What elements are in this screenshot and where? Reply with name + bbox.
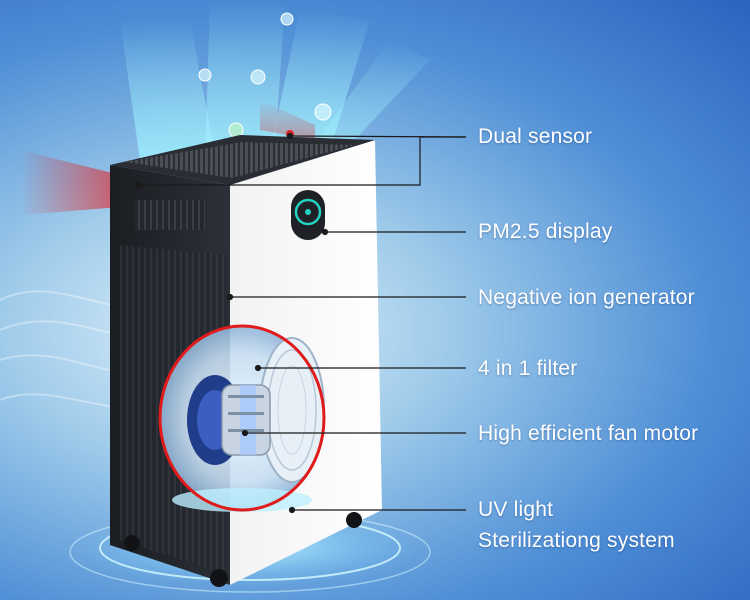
pm25-ring-display-icon [291, 190, 325, 240]
airflow-effect [120, 0, 430, 160]
callout-filter: 4 in 1 filter [478, 357, 578, 380]
callout-pm25-display: PM2.5 display [478, 220, 613, 243]
callout-fan-motor: High efficient fan motor [478, 422, 699, 445]
side-vent [135, 200, 205, 230]
uv-light-glow [172, 488, 312, 512]
fan-motor-icon [187, 375, 271, 465]
callout-uv-light-sublabel: Sterilizationg system [478, 529, 675, 552]
callout-lines [134, 132, 467, 514]
callout-uv-light: UV light [478, 498, 554, 521]
highlight-ring [158, 324, 326, 512]
caster-wheels [124, 512, 362, 587]
callout-dual-sensor: Dual sensor [478, 125, 593, 148]
top-grille [125, 142, 355, 178]
callout-negative-ion-generator: Negative ion generator [478, 286, 695, 309]
